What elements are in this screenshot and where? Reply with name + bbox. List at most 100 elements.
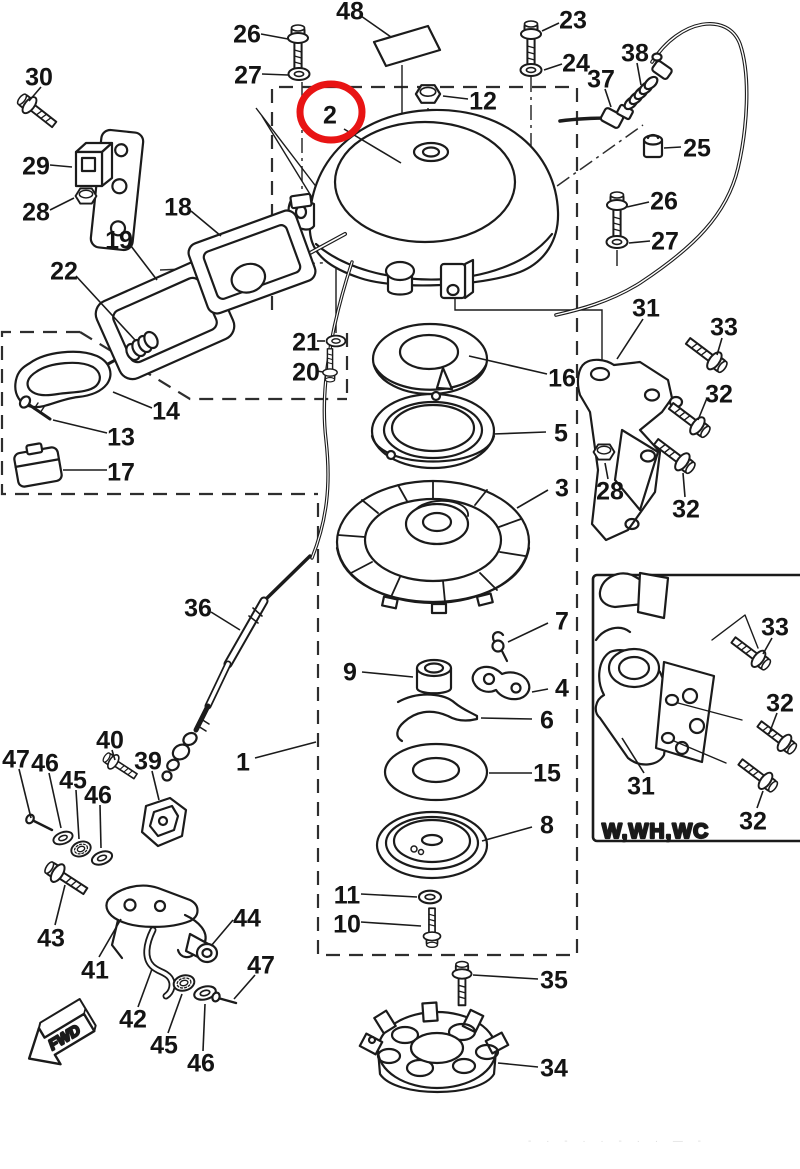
callout-15: 15 [533, 760, 561, 788]
leader-line-22 [75, 275, 136, 341]
callout-23: 23 [559, 7, 587, 35]
callout-20: 20 [292, 359, 320, 387]
callout-16: 16 [548, 365, 576, 393]
callout-2: 2 [323, 102, 337, 130]
part-47-screw-left [25, 813, 54, 832]
leader-line-1 [254, 741, 317, 759]
callout-27: 27 [651, 228, 679, 256]
callout-21: 21 [292, 329, 320, 357]
part-4-drive-pawl [471, 665, 531, 701]
part-31-housing-inset [594, 647, 743, 766]
callout-43: 43 [37, 925, 65, 953]
leader-line-8 [481, 826, 533, 842]
callout-32: 32 [766, 690, 794, 718]
callout-45: 45 [59, 767, 87, 795]
callout-34: 34 [540, 1055, 568, 1083]
callout-12: 12 [469, 88, 497, 116]
part-26-bolt-top [286, 23, 310, 73]
leader-line-32 [756, 790, 764, 809]
callout-28: 28 [596, 478, 624, 506]
leader-line-31 [616, 318, 644, 360]
part-8-sheave-drum [375, 810, 489, 880]
part-5-spring-case [370, 390, 496, 470]
part-28-nut-right [592, 443, 616, 461]
callout-6: 6 [540, 707, 554, 735]
part-20-bolt [322, 348, 338, 383]
leader-line-29 [49, 164, 73, 168]
leader-line-37 [604, 88, 612, 108]
part-46-washer-b [88, 847, 116, 869]
leader-line-28 [604, 462, 609, 480]
leader-line-46 [202, 1003, 206, 1052]
callout-30: 30 [25, 64, 53, 92]
leader-line-45 [75, 789, 80, 840]
callout-13: 13 [107, 424, 135, 452]
part-26-bolt-right [605, 190, 629, 240]
callout-47: 47 [2, 746, 30, 774]
leader-line-45 [167, 993, 183, 1034]
handle-dashed-box [0, 330, 318, 496]
part-14-handle [14, 350, 112, 409]
leader-line-31 [621, 737, 645, 774]
callout-40: 40 [96, 727, 124, 755]
part-28-nut-left [74, 187, 98, 205]
handle-dashed-box-top [79, 331, 347, 401]
leader-line-46 [99, 804, 102, 849]
callout-18: 18 [164, 194, 192, 222]
callout-31: 31 [627, 773, 655, 801]
callout-45: 45 [150, 1032, 178, 1060]
callout-8: 8 [540, 812, 554, 840]
callout-33: 33 [710, 314, 738, 342]
callout-26: 26 [233, 21, 261, 49]
callout-14: 14 [152, 398, 180, 426]
part-25-mount [642, 133, 664, 159]
leader-line-5 [492, 431, 547, 435]
leader-line-33 [716, 337, 723, 356]
part-41-lever [105, 884, 207, 960]
faint-watermark: - · - · · - · · — - [528, 1136, 707, 1147]
leader-line-35 [472, 974, 539, 980]
leader-line-18 [190, 210, 222, 237]
callout-17: 17 [107, 459, 135, 487]
leader-line-43 [54, 884, 66, 926]
callout-7: 7 [555, 608, 569, 636]
leader-line-9 [361, 671, 414, 678]
leader-line-14 [112, 391, 153, 409]
leader-line-25 [663, 146, 682, 149]
leader-line-13 [52, 419, 108, 434]
leader-line-4 [531, 688, 549, 693]
part-45-washer-b [170, 971, 198, 995]
callout-48: 48 [336, 0, 364, 26]
callout-1: 1 [236, 749, 250, 777]
part-36-starter-cable [193, 260, 354, 733]
part-23-bolt [519, 19, 543, 69]
part-9-bushing [415, 658, 453, 695]
part-30-bolt [12, 89, 62, 134]
callout-22: 22 [50, 258, 78, 286]
leader-line-16 [468, 355, 548, 375]
leader-line-24 [543, 63, 563, 71]
leader-line-34 [497, 1062, 539, 1068]
leader-line-47 [18, 768, 32, 819]
callout-24: 24 [562, 50, 590, 78]
callout-41: 41 [81, 957, 109, 985]
part-22-rope-spring [125, 330, 159, 362]
part-35-bolt [451, 960, 473, 1007]
part-24-washer [519, 62, 543, 78]
callout-46: 46 [187, 1050, 215, 1078]
leader-line-42 [137, 968, 153, 1008]
part-44-bushing [184, 932, 219, 964]
leader-line-7 [507, 622, 549, 643]
callout-25: 25 [683, 135, 711, 163]
part-38-spring [623, 75, 659, 111]
callout-33: 33 [761, 614, 789, 642]
part-3-drive-pulley [335, 479, 531, 615]
part-39-clevis [140, 796, 188, 848]
highlight-circle-2 [296, 80, 366, 144]
callout-46: 46 [31, 750, 59, 778]
callout-11: 11 [334, 882, 361, 910]
leader-line-10 [360, 921, 422, 927]
leader-line-20 [316, 370, 324, 373]
